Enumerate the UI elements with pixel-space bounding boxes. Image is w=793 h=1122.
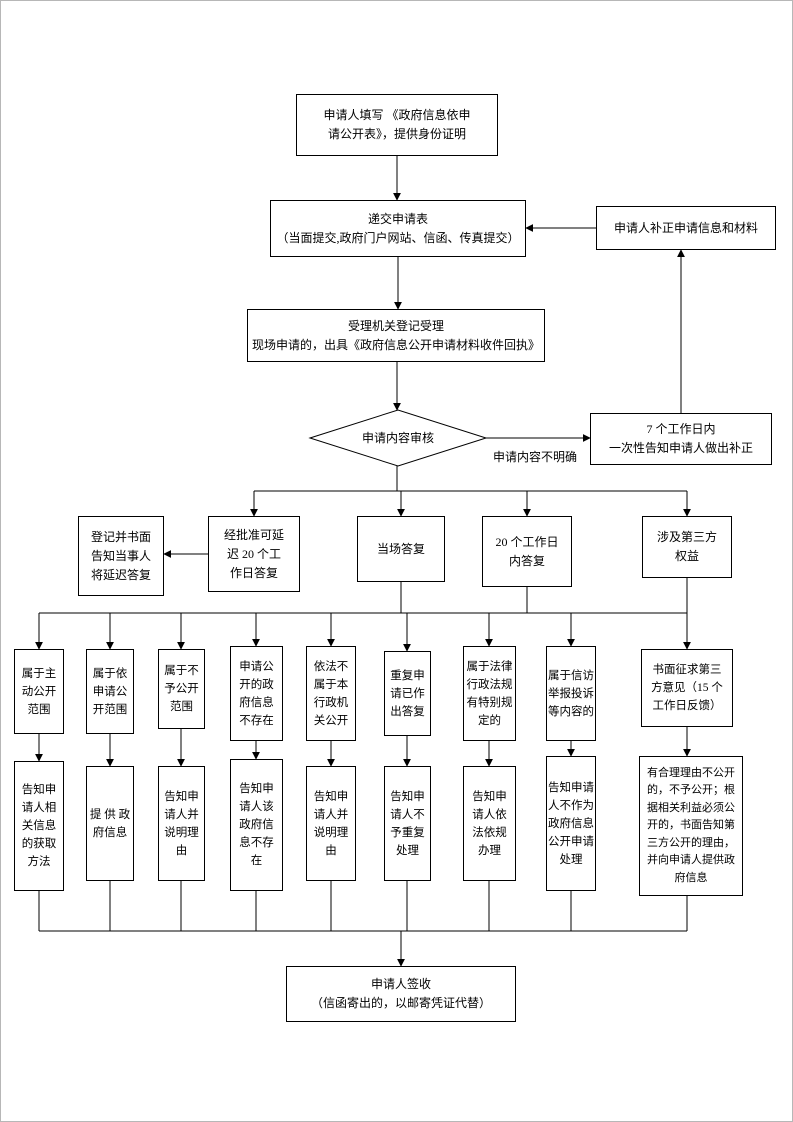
condition-repeated-request: 重复申 请已作 出答复 xyxy=(384,651,431,736)
condition-info-not-exist: 申请公 开的政 府信息 不存在 xyxy=(230,646,283,741)
node-approved-delay: 经批准可延 迟 20 个工 作日答复 xyxy=(208,516,300,592)
applicant-sign-title: 申请人签收 xyxy=(370,977,431,991)
condition-non-disclosure: 属于不 予公开 范围 xyxy=(158,649,205,729)
node-submit-form: 递交申请表 （当面提交,政府门户网站、信函、传真提交） xyxy=(270,200,526,257)
register-accept-title: 受理机关登记受理 xyxy=(347,318,444,333)
action-provide-info: 提 供 政 府信息 xyxy=(86,766,134,881)
condition-not-this-agency: 依法不 属于本 行政机 关公开 xyxy=(306,646,356,741)
action-inform-access-method: 告知申 请人相 关信息 的获取 方法 xyxy=(14,761,64,891)
node-notify-supplement: 7 个工作日内 一次性告知申请人做出补正 xyxy=(590,413,772,465)
node-register-accept: 受理机关登记受理 现场申请的，出具《政府信息公开申请材料收件回执》 xyxy=(247,309,545,362)
submit-form-note: （当面提交,政府门户网站、信函、传真提交） xyxy=(276,230,520,245)
node-third-party-rights: 涉及第三方 权益 xyxy=(642,516,732,578)
action-inform-with-reason: 告知申 请人并 说明理 由 xyxy=(158,766,205,881)
condition-petition-complaint: 属于信访 举报投诉 等内容的 xyxy=(546,646,596,741)
register-accept-note: 现场申请的，出具《政府信息公开申请材料收件回执》 xyxy=(251,337,540,352)
node-applicant-sign: 申请人签收 （信函寄出的，以邮寄凭证代替） xyxy=(286,966,516,1022)
node-register-delay-notice: 登记并书面 告知当事人 将延迟答复 xyxy=(78,516,164,596)
notify-supplement-line2: 一次性告知申请人做出补正 xyxy=(608,441,753,455)
condition-proactive-disclosure: 属于主 动公开 范围 xyxy=(14,649,64,734)
action-inform-not-exist: 告知申 请人该 政府信 息不存 在 xyxy=(230,759,283,891)
node-reply-20days: 20 个工作日 内答复 xyxy=(482,516,572,587)
condition-disclosure-on-request: 属于依 申请公 开范围 xyxy=(86,649,134,734)
action-no-repeat-handling: 告知申 请人不 予重复 处理 xyxy=(384,766,431,881)
decision-review-label: 申请内容审核 xyxy=(361,431,434,445)
action-handle-per-law: 告知申 请人依 法依规 办理 xyxy=(463,766,516,881)
action-inform-with-reason-2: 告知申 请人并 说明理 由 xyxy=(306,766,356,881)
action-third-party-handling: 有合理理由不公开的，不予公开；根据相关利益必须公开的，书面告知第三方公开的理由，… xyxy=(639,756,743,896)
action-not-as-disclosure-request: 告知申请 人不作为 政府信息 公开申请 处理 xyxy=(546,756,596,891)
node-onsite-reply: 当场答复 xyxy=(357,516,445,582)
node-supplement-materials: 申请人补正申请信息和材料 xyxy=(596,206,776,250)
edge-label-content-unclear: 申请内容不明确 xyxy=(492,450,577,464)
condition-special-regulations: 属于法律 行政法规 有特别规 定的 xyxy=(463,646,516,741)
condition-third-party-opinion: 书面征求第三 方意见（15 个 工作日反馈） xyxy=(641,649,733,727)
submit-form-title: 递交申请表 xyxy=(367,211,428,226)
applicant-sign-note: （信函寄出的，以邮寄凭证代替） xyxy=(310,996,491,1010)
notify-supplement-line1: 7 个工作日内 xyxy=(646,422,716,436)
node-fill-form: 申请人填写 《政府信息依申 请公开表》，提供身份证明 xyxy=(296,94,498,156)
